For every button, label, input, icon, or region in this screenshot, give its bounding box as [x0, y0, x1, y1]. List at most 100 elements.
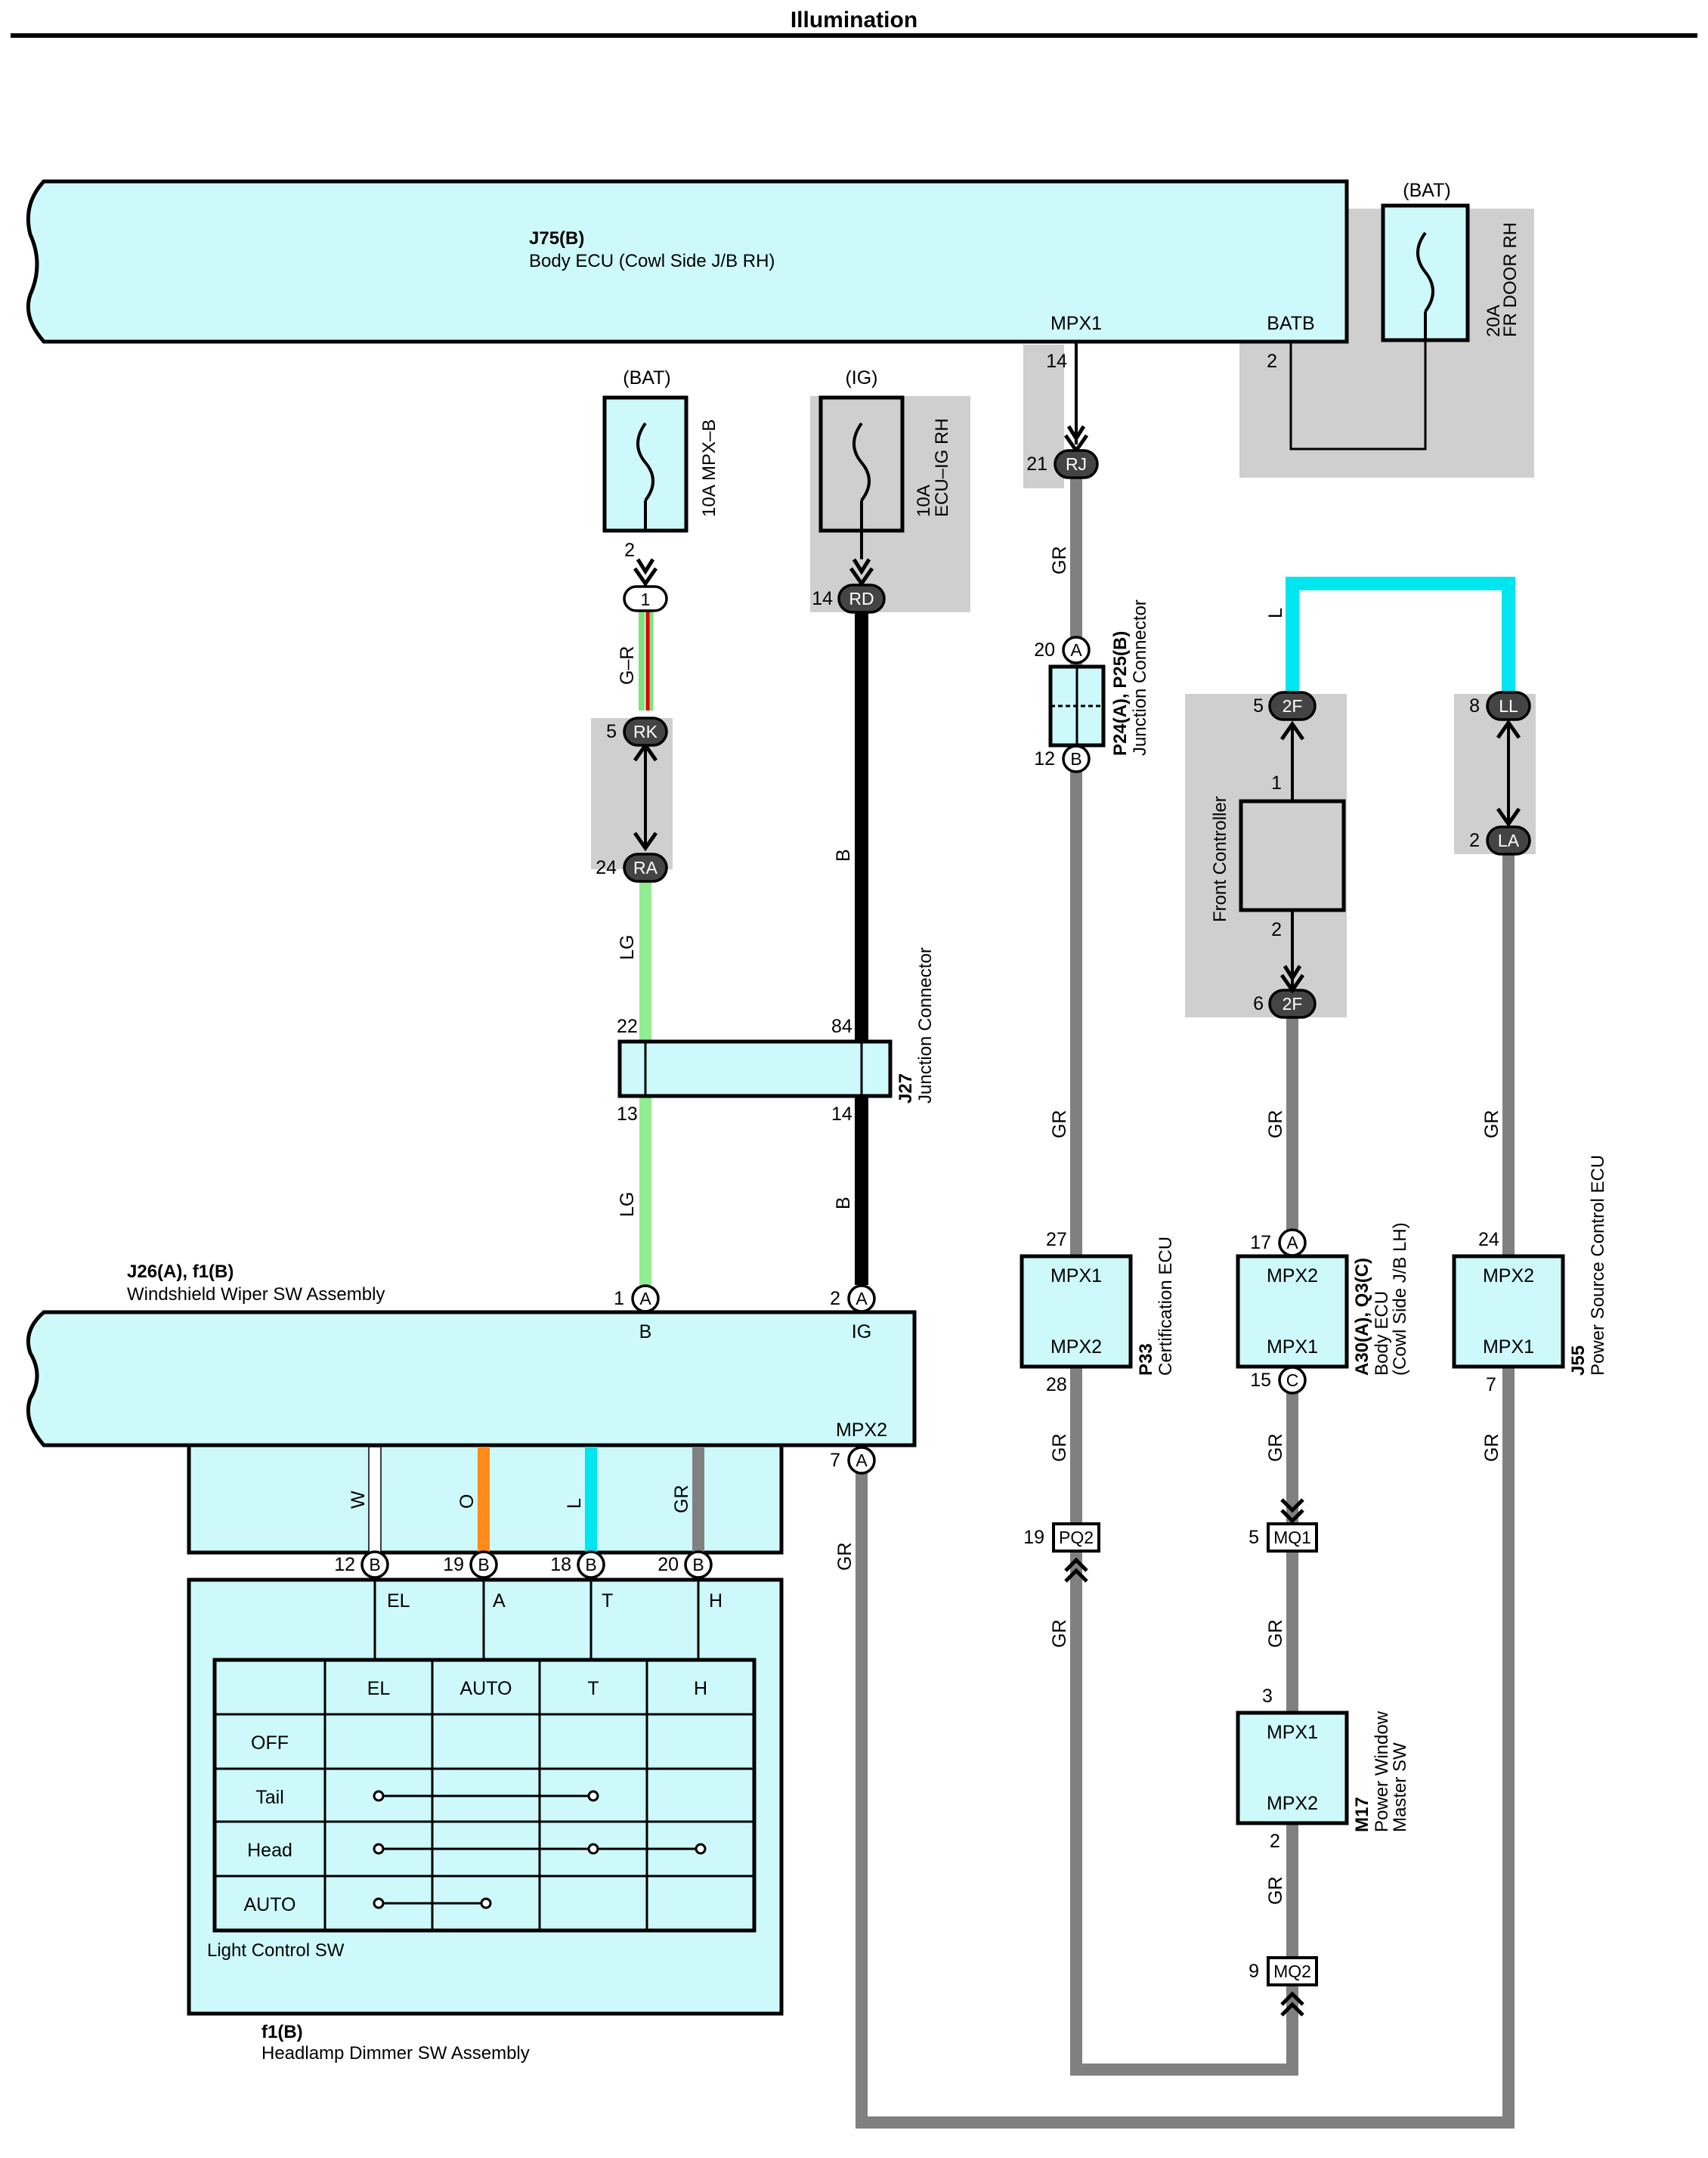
wire-l — [585, 1447, 597, 1553]
svg-text:EL: EL — [387, 1590, 410, 1612]
svg-text:5: 5 — [1253, 695, 1264, 717]
svg-text:GR: GR — [1481, 1434, 1502, 1463]
body-ecu-rh-pin-mpx1: MPX1 — [1050, 313, 1102, 334]
connector-2f-top: 2F — [1268, 691, 1317, 721]
wire-o — [478, 1447, 490, 1553]
svg-text:B: B — [692, 1555, 704, 1574]
svg-text:2: 2 — [1271, 919, 1282, 940]
body-ecu-lh-code: A30(A), Q3(C) — [1352, 1258, 1372, 1376]
svg-text:W: W — [348, 1491, 369, 1509]
arrow-ll-la — [1496, 719, 1521, 828]
svg-text:2F: 2F — [1283, 696, 1303, 716]
svg-text:5: 5 — [1249, 1527, 1259, 1548]
wire-w — [368, 1446, 382, 1553]
front-controller-box — [1239, 799, 1346, 912]
switch-col-t: T — [587, 1678, 599, 1699]
cert-ecu-box — [1020, 1254, 1133, 1369]
svg-text:8: 8 — [1469, 695, 1480, 717]
svg-text:MPX2: MPX2 — [1267, 1793, 1318, 1814]
svg-text:MPX2: MPX2 — [1483, 1265, 1534, 1286]
power-source-ecu-box — [1452, 1254, 1565, 1369]
ecu-ig-fuse-name: ECU–IG RH — [932, 418, 952, 517]
mpx-b-fuse-supply: (BAT) — [623, 367, 670, 389]
svg-text:3: 3 — [1262, 1686, 1273, 1707]
svg-text:MPX2: MPX2 — [836, 1420, 887, 1441]
svg-text:12: 12 — [334, 1554, 355, 1575]
junction-j27-code: J27 — [896, 1073, 916, 1104]
arrow-fc-down — [1279, 964, 1305, 994]
body-ecu-rh-box — [26, 179, 1349, 344]
fr-door-fuse-name: FR DOOR RH — [1500, 222, 1521, 337]
svg-text:T: T — [602, 1590, 613, 1612]
pw-master-sw-name1: Power Window — [1372, 1711, 1392, 1832]
junction-p24-a-pin: A — [1062, 636, 1091, 664]
svg-text:RJ: RJ — [1066, 454, 1087, 474]
diagram-title: Illumination — [791, 8, 917, 33]
svg-text:L: L — [564, 1498, 585, 1509]
j27-pin-13: 13 — [617, 1104, 638, 1125]
svg-text:19: 19 — [1023, 1527, 1044, 1548]
svg-text:IG: IG — [852, 1321, 871, 1342]
junction-p24-name: Junction Connector — [1130, 599, 1150, 756]
svg-text:7: 7 — [830, 1450, 840, 1471]
svg-text:G–R: G–R — [617, 646, 638, 685]
ecu-ig-fuse-icon — [852, 422, 871, 502]
svg-text:A: A — [856, 1289, 868, 1308]
title-rule — [11, 33, 1697, 38]
arrow-mpx-b — [633, 558, 658, 587]
wiper-sw-pin-1a: A — [631, 1284, 660, 1313]
svg-text:MPX1: MPX1 — [1267, 1336, 1318, 1358]
wiper-sw-pin-2a: A — [847, 1284, 876, 1313]
wiper-sw-pin-7a: A — [847, 1446, 876, 1475]
j27-pin-84: 84 — [831, 1016, 852, 1037]
svg-text:1: 1 — [614, 1288, 624, 1309]
switch-col-auto: AUTO — [460, 1678, 512, 1699]
body-ecu-rh-name: Body ECU (Cowl Side J/B RH) — [529, 251, 775, 271]
switch-row-head: Head — [247, 1840, 292, 1861]
front-controller-name: Front Controller — [1210, 796, 1230, 922]
svg-text:2: 2 — [830, 1288, 840, 1309]
connector-ll: LL — [1486, 691, 1531, 721]
j27-pin-14: 14 — [831, 1104, 852, 1125]
continuity-head — [373, 1843, 707, 1855]
body-ecu-rh-code: J75(B) — [529, 228, 584, 249]
svg-text:GR: GR — [1049, 1434, 1070, 1463]
svg-text:MPX1: MPX1 — [1267, 1722, 1318, 1743]
switch-row-auto: AUTO — [244, 1894, 296, 1915]
connector-pq2: PQ2 — [1052, 1522, 1100, 1553]
svg-text:A: A — [493, 1590, 506, 1612]
svg-text:19: 19 — [443, 1554, 464, 1575]
arrow-mq2 — [1280, 1991, 1304, 2017]
wire-gr-sw — [692, 1447, 704, 1553]
svg-text:24: 24 — [1478, 1229, 1499, 1250]
svg-text:H: H — [709, 1590, 722, 1612]
svg-text:12: 12 — [1034, 748, 1055, 769]
cert-ecu-code: P33 — [1136, 1343, 1156, 1376]
sw-pin-20b: B — [684, 1550, 713, 1579]
switch-table — [212, 1658, 757, 1933]
switch-col-el: EL — [367, 1678, 391, 1699]
body-ecu-lh-c-pin: C — [1278, 1366, 1307, 1395]
svg-text:1: 1 — [1271, 772, 1282, 794]
pw-master-sw-code: M17 — [1352, 1797, 1372, 1832]
svg-text:A: A — [1286, 1233, 1298, 1252]
svg-text:MPX1: MPX1 — [1050, 1265, 1102, 1286]
svg-text:GR: GR — [671, 1485, 692, 1514]
svg-text:9: 9 — [1249, 1961, 1259, 1982]
svg-text:14: 14 — [1046, 351, 1067, 372]
arrow-mq1 — [1280, 1498, 1304, 1524]
ecu-ig-fuse-supply: (IG) — [845, 367, 877, 389]
switch-col-h: H — [694, 1678, 707, 1699]
connector-mq1: MQ1 — [1267, 1522, 1318, 1553]
svg-text:MQ2: MQ2 — [1273, 1961, 1311, 1981]
power-source-ecu-name: Power Source Control ECU — [1588, 1155, 1608, 1376]
wiper-sw-name: Windshield Wiper SW Assembly — [127, 1284, 385, 1305]
svg-text:MQ1: MQ1 — [1273, 1528, 1311, 1547]
svg-text:GR: GR — [1265, 1110, 1286, 1139]
svg-text:RA: RA — [633, 858, 658, 878]
cert-ecu-name: Certification ECU — [1156, 1237, 1176, 1376]
arrow-ecu-ig — [849, 558, 874, 587]
svg-text:B: B — [585, 1555, 596, 1574]
arrow-pq2 — [1064, 1557, 1088, 1583]
svg-text:GR: GR — [1265, 1877, 1286, 1906]
